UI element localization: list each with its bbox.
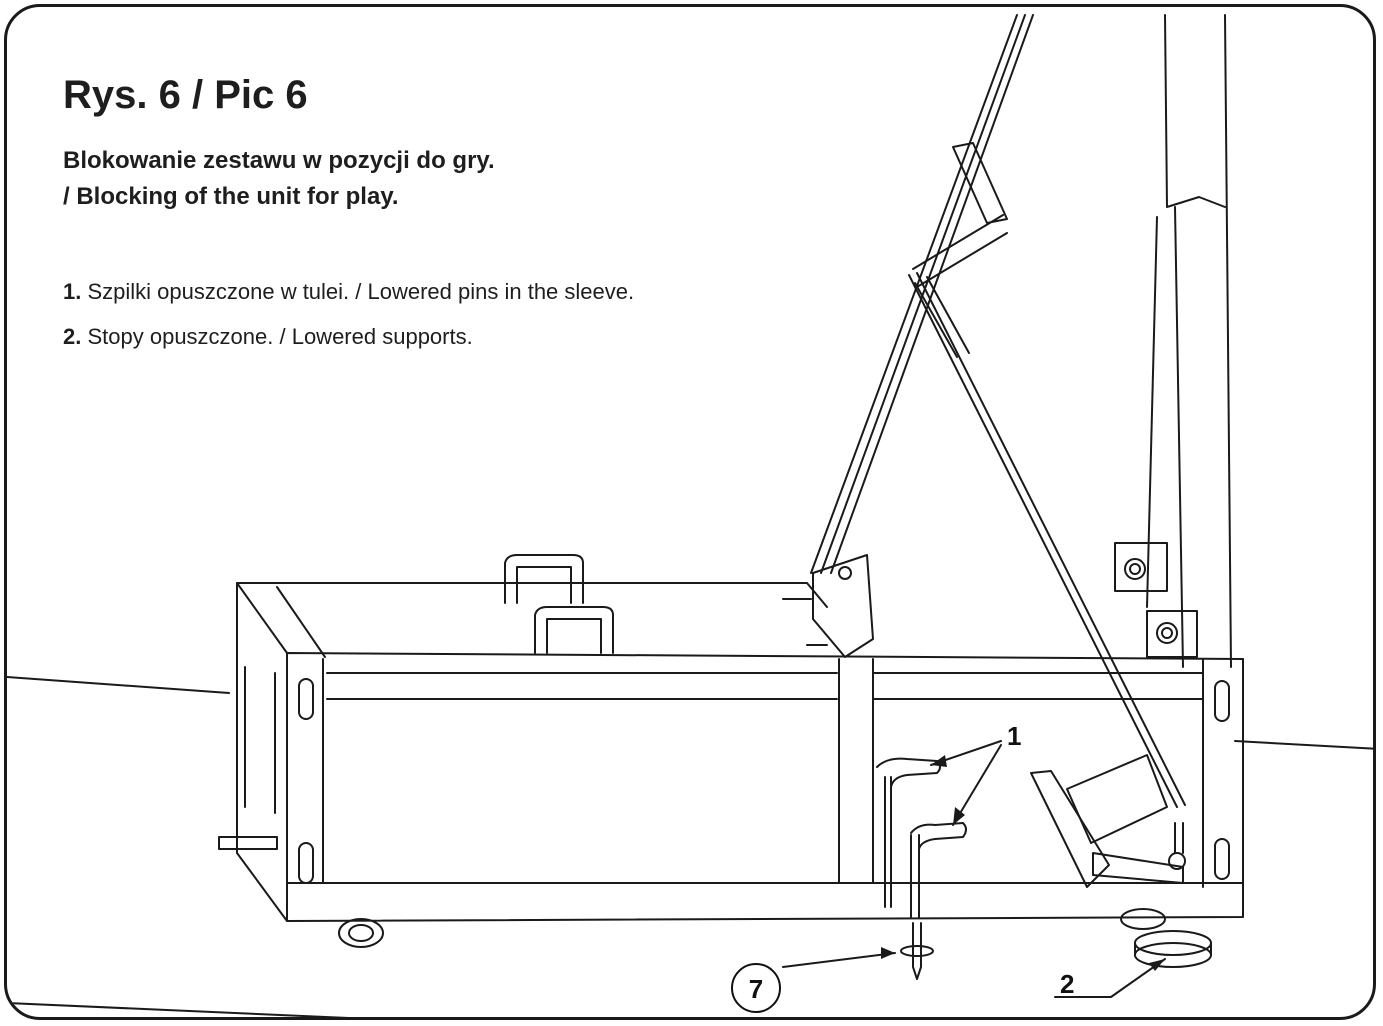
legend-item-1-text: Szpilki opuszczone w tulei. / Lowered pi… bbox=[87, 279, 635, 304]
callout-leaders bbox=[782, 740, 1166, 998]
callout-ground-spike: 7 bbox=[731, 963, 781, 1013]
lever-mechanism bbox=[1030, 754, 1186, 888]
callout-supports: 2 bbox=[1060, 969, 1075, 999]
floor-line-bottom bbox=[7, 1002, 349, 1017]
brace-rod bbox=[908, 272, 1186, 808]
wheels bbox=[338, 908, 1166, 948]
base-box bbox=[218, 582, 1244, 922]
lid-handles bbox=[504, 554, 614, 654]
post-slots bbox=[298, 678, 1230, 884]
boom-pole bbox=[810, 14, 1034, 574]
floor-line-right bbox=[1234, 740, 1373, 750]
legend-item-2-number: 2. bbox=[63, 324, 82, 349]
subtitle-english: / Blocking of the unit for play. bbox=[63, 183, 399, 210]
pivot-brackets bbox=[782, 542, 1198, 658]
callout-pins: 1 bbox=[1007, 721, 1022, 751]
floor-line-left bbox=[7, 676, 230, 694]
legend-item-2: 2. Stopy opuszczone. / Lowered supports. bbox=[63, 324, 473, 350]
figure-frame: Rys. 6 / Pic 6 Blokowanie zestawu w pozy… bbox=[4, 4, 1376, 1020]
figure-title: Rys. 6 / Pic 6 bbox=[63, 73, 308, 117]
subtitle-polish: Blokowanie zestawu w pozycji do gry. bbox=[63, 147, 495, 174]
boom-ladder bbox=[912, 142, 1008, 358]
ground-spike bbox=[900, 922, 934, 980]
legend-item-2-text: Stopy opuszczone. / Lowered supports. bbox=[87, 324, 473, 349]
locking-pins bbox=[876, 757, 967, 918]
upright-column bbox=[1146, 14, 1232, 668]
legend-item-1: 1. Szpilki opuszczone w tulei. / Lowered… bbox=[63, 279, 634, 305]
legend-item-1-number: 1. bbox=[63, 279, 82, 304]
technical-drawing bbox=[7, 14, 1373, 1017]
support-foot bbox=[1134, 930, 1212, 968]
